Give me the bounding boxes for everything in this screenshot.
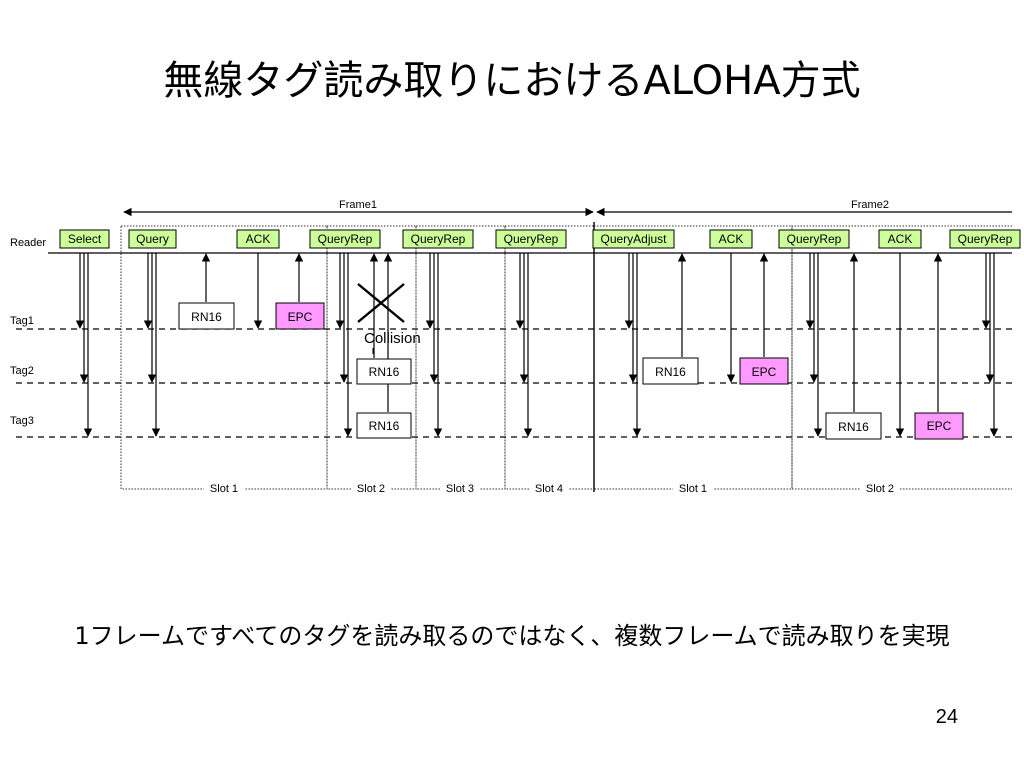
tag3-rn16-collision-response: RN16 bbox=[356, 412, 412, 439]
tag3-epc-label: EPC bbox=[927, 419, 952, 433]
frame1-slot2-label: Slot 2 bbox=[357, 483, 385, 495]
frame2-slot1-label: Slot 1 bbox=[679, 483, 707, 495]
queryrep-command-5-label: QueryRep bbox=[958, 232, 1013, 246]
tag2-rn16-response: RN16 bbox=[642, 357, 699, 385]
ack-command-1: ACK bbox=[236, 229, 280, 249]
page-number: 24 bbox=[935, 706, 958, 728]
tag1-epc-label: EPC bbox=[288, 310, 313, 324]
queryrep-command-4: QueryRep bbox=[778, 229, 850, 249]
collision-label: Collision bbox=[364, 330, 421, 347]
tag2-epc-response: EPC bbox=[739, 357, 789, 385]
collision-x-icon bbox=[357, 283, 405, 323]
queryrep-command-1-label: QueryRep bbox=[318, 232, 373, 246]
query-command: Query bbox=[128, 229, 177, 249]
ack-command-3: ACK bbox=[878, 229, 922, 249]
slide-caption: 1フレームですべてのタグを読み取るのではなく、複数フレームで読み取りを実現 bbox=[74, 622, 950, 650]
slot-boxes bbox=[120, 225, 1012, 490]
tag3-rn16-collision-label: RN16 bbox=[369, 419, 400, 433]
frame1-slot3-box bbox=[415, 225, 506, 490]
reader-label: Reader bbox=[10, 237, 46, 249]
frame2-slot2-label: Slot 2 bbox=[866, 483, 894, 495]
reply-arrows bbox=[201, 253, 943, 412]
queryadjust-command-label: QueryAdjust bbox=[600, 232, 667, 246]
tag1-label: Tag1 bbox=[10, 315, 34, 327]
tag1-rn16-response: RN16 bbox=[178, 302, 235, 330]
queryrep-command-3: QueryRep bbox=[495, 229, 567, 249]
queryrep-command-3-label: QueryRep bbox=[504, 232, 559, 246]
frame2-label: Frame2 bbox=[851, 199, 889, 211]
frame2-slot2-box bbox=[791, 225, 1012, 490]
tag1-epc-response: EPC bbox=[275, 302, 325, 330]
broadcast-arrows bbox=[75, 253, 999, 437]
tag2-rn16-label: RN16 bbox=[655, 365, 686, 379]
ack-command-3-label: ACK bbox=[888, 232, 913, 246]
frame1-slot3-label: Slot 3 bbox=[446, 483, 474, 495]
tag2-label: Tag2 bbox=[10, 365, 34, 377]
slot-labels: Slot 1 Slot 2 Slot 3 Slot 4 Slot 1 Slot … bbox=[204, 481, 900, 495]
queryrep-command-2-label: QueryRep bbox=[411, 232, 466, 246]
queryadjust-command: QueryAdjust bbox=[592, 229, 675, 249]
tag2-rn16-collision-response: RN16 bbox=[356, 358, 412, 385]
queryrep-command-1: QueryRep bbox=[309, 229, 381, 249]
slide-title: 無線タグ読み取りにおけるALOHA方式 bbox=[163, 58, 861, 104]
frame1-slot4-label: Slot 4 bbox=[535, 483, 563, 495]
select-command: Select bbox=[59, 229, 110, 249]
tag2-epc-label: EPC bbox=[752, 365, 777, 379]
select-command-label: Select bbox=[68, 232, 102, 246]
ack-command-2: ACK bbox=[709, 229, 753, 249]
tag3-rn16-response: RN16 bbox=[825, 412, 882, 440]
frame1-label: Frame1 bbox=[339, 199, 377, 211]
tag1-rn16-label: RN16 bbox=[191, 310, 222, 324]
frame1-slot4-box bbox=[504, 225, 595, 490]
query-command-label: Query bbox=[136, 232, 169, 246]
queryrep-command-5: QueryRep bbox=[949, 229, 1021, 249]
ack-command-1-label: ACK bbox=[246, 232, 271, 246]
queryrep-command-4-label: QueryRep bbox=[787, 232, 842, 246]
frame1-slot1-label: Slot 1 bbox=[210, 483, 238, 495]
queryrep-command-2: QueryRep bbox=[402, 229, 474, 249]
tag3-label: Tag3 bbox=[10, 415, 34, 427]
tag3-epc-response: EPC bbox=[914, 412, 964, 440]
frame1-slot1-box bbox=[120, 225, 328, 490]
tag3-rn16-label: RN16 bbox=[838, 420, 869, 434]
ack-command-2-label: ACK bbox=[719, 232, 744, 246]
tag2-rn16-collision-label: RN16 bbox=[369, 365, 400, 379]
